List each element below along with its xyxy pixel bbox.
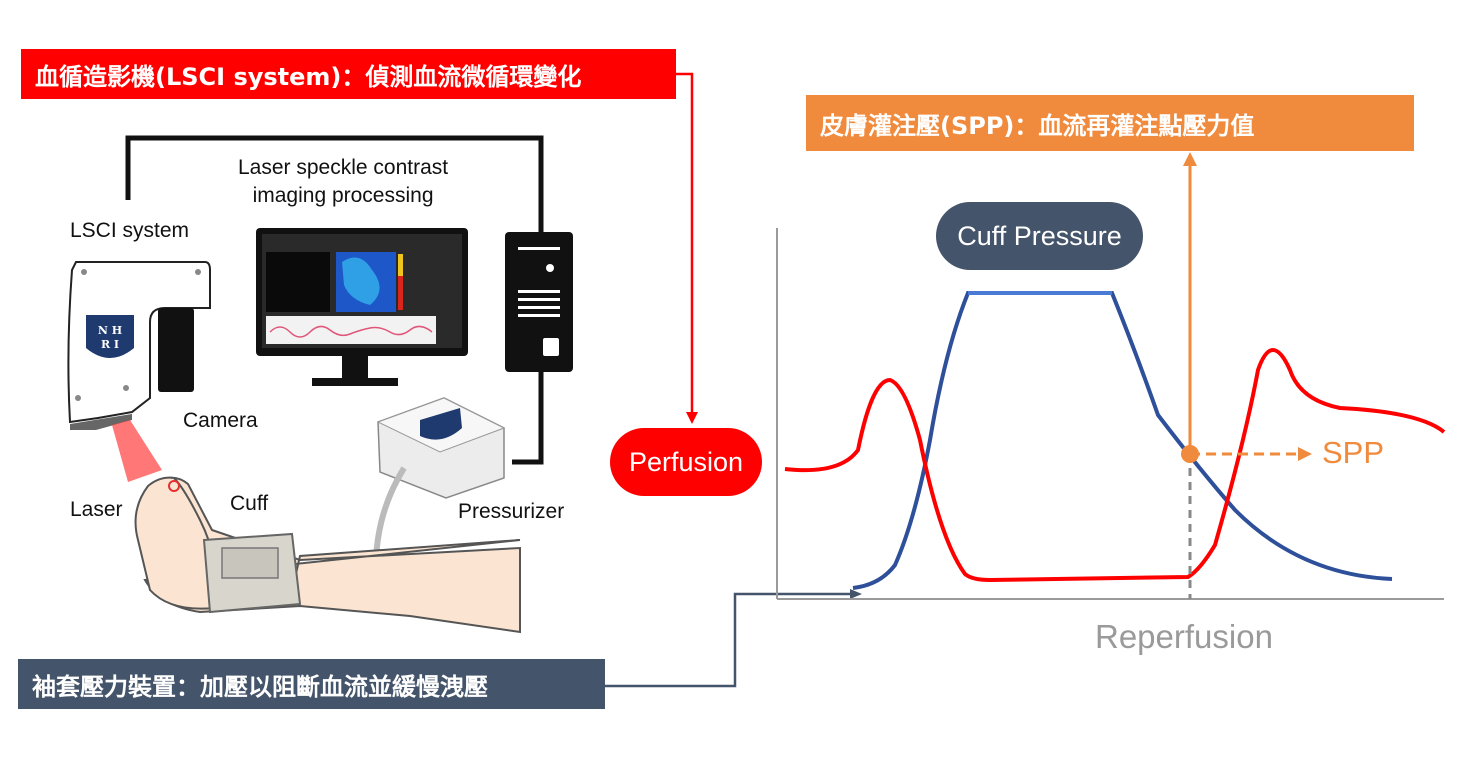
nhri-logo-icon [86, 315, 134, 358]
svg-text:N H: N H [98, 324, 122, 337]
cuff-pressure-pill: Cuff Pressure [936, 202, 1143, 270]
pressurizer-label: Pressurizer [458, 500, 565, 523]
cuff-to-graph-arrow [605, 592, 852, 688]
spp-banner: 皮膚灌注壓(SPP)：血流再灌注點壓力值 [806, 95, 1414, 151]
spp-label: SPP [1322, 435, 1385, 470]
pressurizer-device [376, 397, 506, 499]
monitor [256, 228, 468, 386]
svg-text:R I: R I [101, 338, 119, 351]
lsci-to-perfusion-arrow [676, 72, 694, 416]
lsci-device: N H R I [67, 261, 211, 430]
lsci-banner: 血循造影機(LSCI system)：偵測血流微循環變化 [21, 49, 676, 99]
data-cable [125, 135, 544, 232]
cuff-pressure-curve [852, 291, 1393, 590]
computer-tower [505, 232, 573, 372]
camera-label: Camera [183, 409, 258, 432]
processing-label: Laser speckle contrast imaging processin… [238, 156, 449, 207]
control-cable [512, 372, 544, 465]
cuff-device [202, 532, 302, 614]
spp-point [1181, 445, 1199, 463]
lsci-system-label: LSCI system [70, 219, 190, 242]
cuff-label: Cuff [230, 492, 269, 515]
cuff-banner: 袖套壓力裝置：加壓以阻斷血流並緩慢洩壓 [18, 659, 605, 709]
laser-beam [112, 420, 162, 482]
laser-label: Laser [70, 498, 123, 521]
reperfusion-label: Reperfusion [1095, 618, 1273, 655]
camera-lens [158, 308, 194, 392]
perfusion-pill: Perfusion [610, 428, 762, 496]
perfusion-curve [784, 348, 1446, 583]
